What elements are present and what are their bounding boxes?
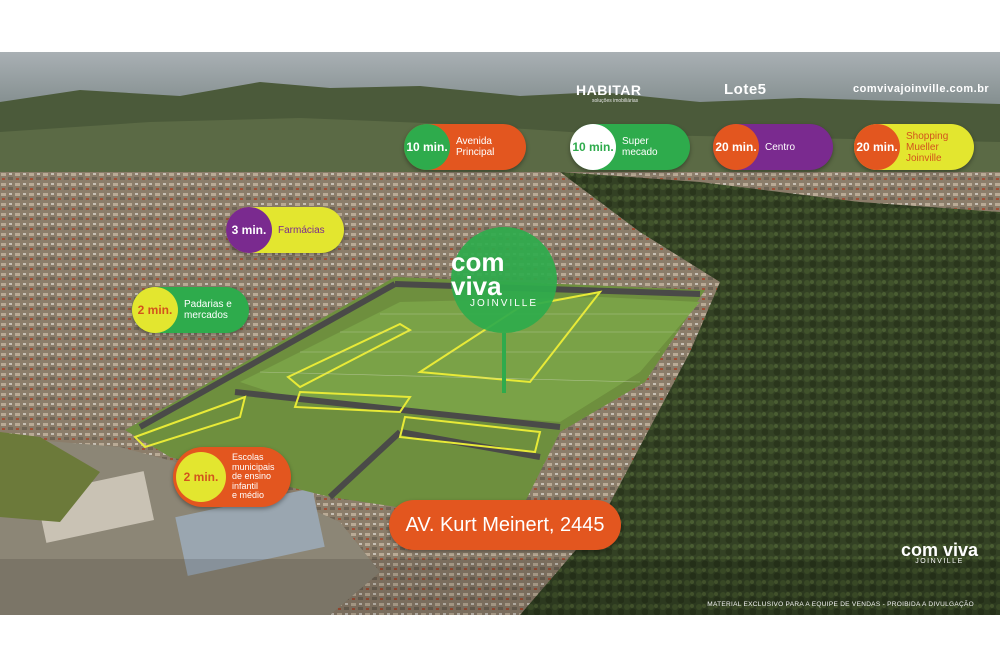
- aerial-scene: HABITAR soluções imobiliárias Lote5 comv…: [0, 52, 1000, 615]
- comviva-corner-logo: com viva JOINVILLE: [900, 540, 978, 565]
- pill-centro: 20 min. Centro: [713, 124, 833, 170]
- destination-label: Centro: [765, 141, 796, 153]
- destination-label: Avenida Principal: [456, 136, 495, 158]
- habitar-tagline: soluções imobiliárias: [592, 98, 639, 104]
- pill-shopping-mueller: 20 min. Shopping Mueller Joinville: [854, 124, 974, 170]
- habitar-logo: HABITAR: [576, 82, 642, 98]
- destination-label: Farmácias: [278, 224, 325, 236]
- pill-avenida-principal: 10 min. Avenida Principal: [404, 124, 526, 170]
- logo-city: JOINVILLE: [469, 298, 539, 309]
- pill-farmacias: 3 min. Farmácias: [226, 207, 344, 253]
- corner-logo-wordmark: com viva: [900, 540, 978, 560]
- location-pin-stem: [502, 333, 506, 393]
- time-circle: 2 min.: [132, 287, 178, 333]
- destination-label: Super mecado: [622, 136, 658, 158]
- comviva-logo-pin: com viva JOINVILLE: [451, 227, 557, 333]
- destination-label: Escolas municipais de ensino infantil e …: [232, 452, 275, 501]
- website-link[interactable]: comvivajoinville.com.br: [853, 83, 990, 95]
- time-circle: 3 min.: [226, 207, 272, 253]
- corner-logo-city: JOINVILLE: [915, 558, 964, 565]
- pill-supermercado: 10 min. Super mecado: [570, 124, 690, 170]
- destination-label: Shopping Mueller Joinville: [906, 130, 949, 164]
- destination-label: Padarias e mercados: [184, 299, 232, 321]
- time-circle: 10 min.: [570, 124, 616, 170]
- time-circle: 2 min.: [176, 452, 226, 502]
- time-circle: 20 min.: [713, 124, 759, 170]
- time-circle: 20 min.: [854, 124, 900, 170]
- address-badge: AV. Kurt Meinert, 2445: [389, 500, 621, 550]
- disclaimer-text: MATERIAL EXCLUSIVO PARA A EQUIPE DE VEND…: [707, 601, 974, 608]
- time-circle: 10 min.: [404, 124, 450, 170]
- pill-padarias-mercados: 2 min. Padarias e mercados: [132, 287, 249, 333]
- logo-wordmark: com viva: [451, 247, 505, 301]
- pill-escolas: 2 min. Escolas municipais de ensino infa…: [173, 447, 291, 507]
- lote5-logo: Lote5: [724, 81, 767, 98]
